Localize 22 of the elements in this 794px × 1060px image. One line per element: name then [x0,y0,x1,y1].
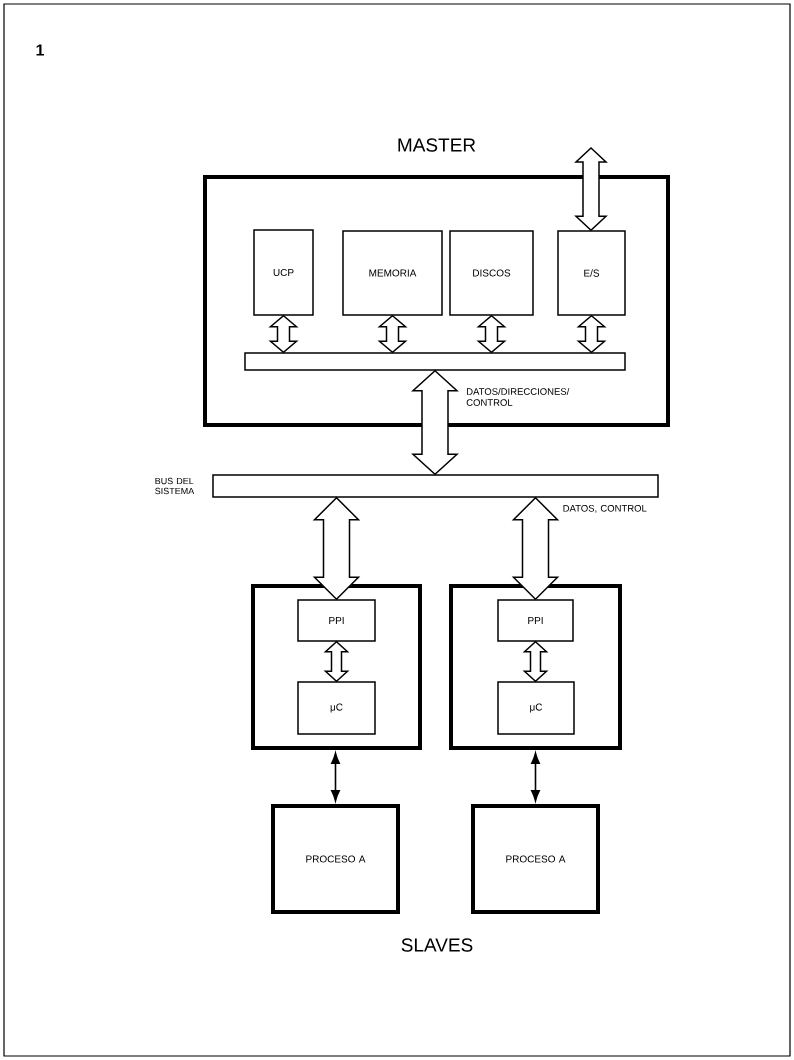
module-box [449,584,622,750]
component-box: μC [497,681,575,735]
component-box: MEMORIA [342,230,443,316]
component-box: μC [297,681,376,735]
component-box: UCP [253,229,314,316]
bus-bar [244,352,626,371]
figure-number: 1 [36,44,44,56]
process-box: PROCESO A [471,804,600,914]
component-box: PPI [497,599,574,642]
module-box [251,584,422,750]
bus-label: BUS DEL SISTEMA [155,477,195,495]
edge-label: DATOS/DIRECCIONES/ CONTROL [466,387,570,406]
diagram-heading: SLAVES [401,938,473,952]
edge-label: DATOS, CONTROL [563,504,647,513]
box-heading: MASTER [398,138,476,152]
bus-arrow [574,147,608,232]
arrow [531,752,540,802]
arrow [331,752,340,802]
process-box: PROCESO A [271,804,400,914]
component-box: DISCOS [449,230,534,316]
component-box: PPI [297,599,376,642]
component-box: E/S [557,230,626,316]
